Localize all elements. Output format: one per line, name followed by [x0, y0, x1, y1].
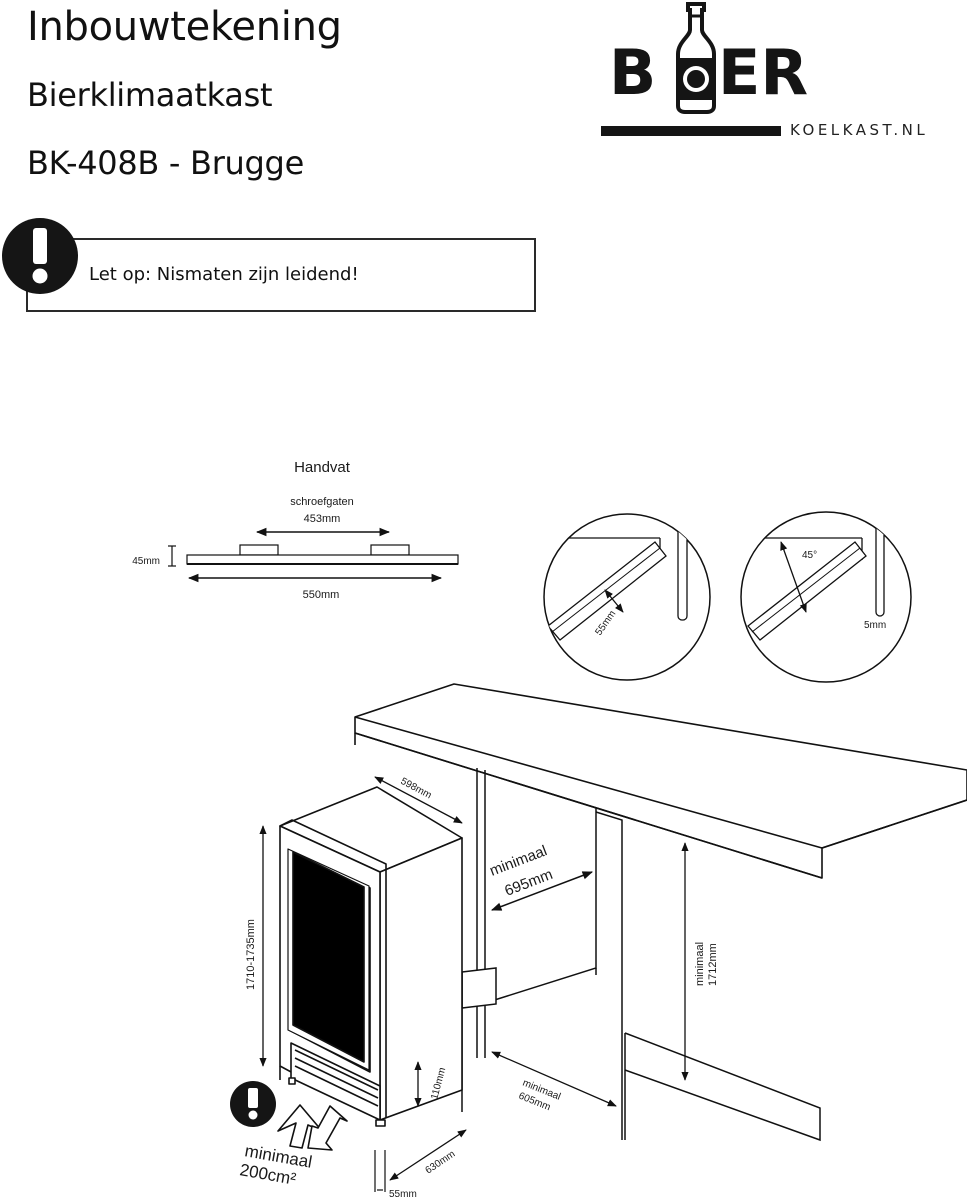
- brand-logo: B ER KOELKAST.NL: [600, 0, 967, 145]
- detail-circle-gap: 55mm: [543, 513, 711, 681]
- handle-height: 45mm: [132, 556, 160, 567]
- dim-plinth-depth: minimaal 605mm: [491, 1051, 617, 1113]
- countertop: [354, 683, 967, 879]
- exclamation-icon: [2, 218, 78, 294]
- width-label: 598mm: [399, 776, 434, 801]
- dim-height: 1710-1735mm: [245, 825, 267, 1067]
- height-label: 1710-1735mm: [245, 919, 257, 990]
- holes-label: schroefgaten: [290, 496, 354, 508]
- logo-domain: KOELKAST.NL: [790, 121, 929, 139]
- handle-title: Handvat: [294, 459, 351, 476]
- wine-cooler: [279, 786, 463, 1127]
- bottle-icon: [676, 2, 716, 114]
- angle-label: 45°: [802, 550, 817, 561]
- airflow-in-arrow-icon: [277, 1104, 323, 1149]
- handle-bar: [186, 554, 459, 565]
- ventilation-arrows: [277, 1104, 348, 1151]
- dim-niche-depth: minimaal 695mm: [487, 842, 593, 911]
- handle-right-mount: [370, 544, 410, 556]
- holes-distance: 453mm: [304, 513, 341, 525]
- gap-arrow: [604, 589, 624, 613]
- product-type: Bierklimaatkast: [27, 76, 273, 114]
- dim-niche-height: minimaal 1712mm: [681, 842, 719, 1081]
- niche-height-min: minimaal: [694, 942, 706, 986]
- logo-letters-er: ER: [718, 36, 809, 109]
- dim-base-offset: 55mm: [374, 1150, 417, 1200]
- page-title: Inbouwtekening: [27, 4, 342, 50]
- handle-drawing: Handvat schroefgaten 453mm 45mm 550mm: [132, 459, 459, 601]
- notice-text: Let op: Nismaten zijn leidend!: [89, 264, 359, 285]
- handle-length: 550mm: [303, 589, 340, 601]
- vent-warning: [230, 1081, 276, 1127]
- product-model: BK-408B - Brugge: [27, 144, 304, 182]
- niche-height-value: 1712mm: [707, 943, 719, 986]
- logo-letter-b: B: [609, 36, 657, 109]
- dim-base-depth: 630mm: [389, 1129, 467, 1181]
- handle-left-mount: [239, 544, 279, 556]
- angle-arrow: [780, 541, 807, 613]
- logo-underline: [601, 126, 781, 136]
- rear-gap-label: 5mm: [864, 620, 886, 631]
- base-offset-label: 55mm: [389, 1189, 417, 1200]
- detail-circle-angle: 45° 5mm: [740, 511, 912, 683]
- base-depth-label: 630mm: [424, 1149, 458, 1177]
- airflow-out-arrow-icon: [307, 1105, 348, 1151]
- notice-banner: Let op: Nismaten zijn leidend!: [0, 214, 545, 318]
